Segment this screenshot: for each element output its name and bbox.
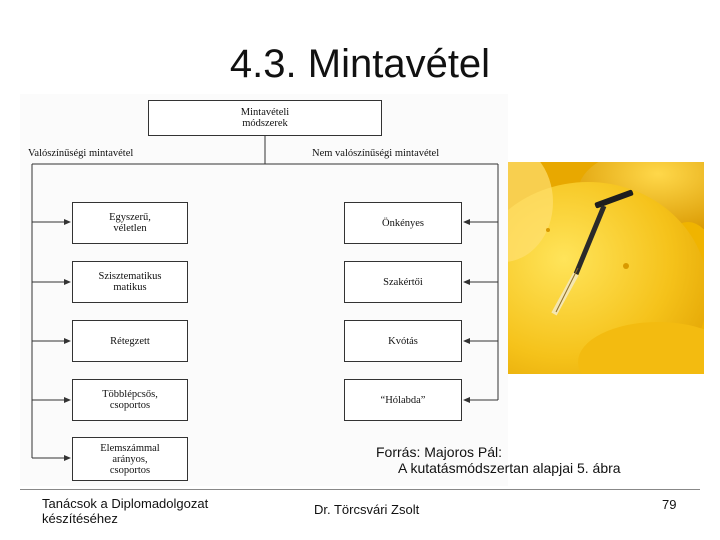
sampling-methods-diagram: Mintavételi módszerek Valószínűségi mint… [20,94,508,486]
root-box: Mintavételi módszerek [148,100,382,136]
diagram-connectors [31,136,499,461]
method-szakertoi: Szakértői [344,261,462,303]
method-holabda: “Hólabda” [344,379,462,421]
method-egyszeru: Egyszerű, véletlen [72,202,188,244]
source-citation: Forrás: Majoros Pál: A kutatásmódszertan… [376,444,621,476]
source-line-1: Forrás: Majoros Pál: [376,444,503,460]
cheese-sampling-photo [508,162,704,374]
right-header: Nem valószínűségi mintavétel [312,148,440,159]
method-retegzett: Rétegzett [72,320,188,362]
method-kvotas: Kvótás [344,320,462,362]
method-elemszammal: Elemszámmal arányos, csoportos [72,437,188,481]
method-onkenyes: Önkényes [344,202,462,244]
source-line-2: A kutatásmódszertan alapjai 5. ábra [398,460,621,476]
footer-divider [20,489,700,490]
footer-author: Dr. Törcsvári Zsolt [314,502,420,517]
footer-left: Tanácsok a Diplomadolgozat készítéséhez [42,496,209,526]
slide-title: 4.3. Mintavétel [229,42,491,86]
page-number: 79 [662,497,677,512]
method-tobblepcsos: Többlépcsős, csoportos [72,379,188,421]
method-szisztematikus: Szisztematikus matikus [72,261,188,303]
left-header: Valószínűségi mintavétel [28,148,134,159]
